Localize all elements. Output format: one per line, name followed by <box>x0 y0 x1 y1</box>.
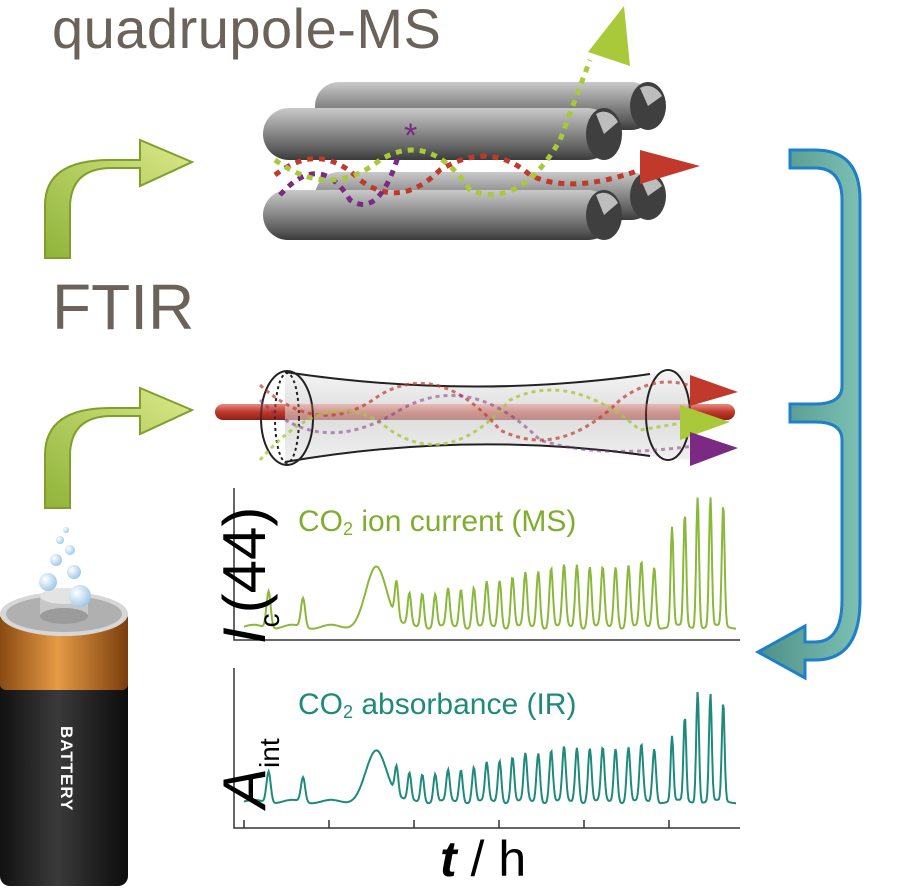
ir-y-axis-label: Aint <box>146 690 285 820</box>
ir-absorbance-trace <box>243 691 736 805</box>
ir-trace-label-post: absorbance (IR) <box>353 688 577 721</box>
green-arrow-to-ftir <box>44 386 195 509</box>
battery-label-text: BATTERY <box>57 726 76 812</box>
purple-arrowhead-ir <box>690 432 738 466</box>
ion-trajectories-ir <box>258 380 701 461</box>
red-arrowhead-ir <box>690 375 738 406</box>
y1-rest: (44) <box>211 506 278 614</box>
ir-plot-axes <box>233 668 740 829</box>
neutral-marker: * <box>404 117 417 155</box>
ir-trace-label-sub: 2 <box>343 702 354 722</box>
green-arrowhead-ms <box>588 6 630 66</box>
ms-trace-label-sub: 2 <box>343 519 354 539</box>
y1-main: I <box>211 627 278 644</box>
ir-trace-label: CO2 absorbance (IR) <box>298 688 576 722</box>
battery-label: BATTERY <box>30 726 90 811</box>
ms-trace-label: CO2 ion current (MS) <box>298 505 576 539</box>
green-arrowhead-ir <box>680 405 730 440</box>
x-rest: / h <box>456 831 527 887</box>
ms-trace-label-post: ion current (MS) <box>353 505 577 538</box>
ms-plot-axes <box>233 488 740 641</box>
ms-trace-label-pre: CO <box>298 505 343 538</box>
quadrupole-ms-title: quadrupole-MS <box>52 0 442 60</box>
ms-y-axis-label: Ic(44) <box>146 494 285 654</box>
time-axis-ticks <box>243 820 670 828</box>
x-var: t <box>440 831 457 887</box>
ftir-title: FTIR <box>52 271 195 343</box>
gas-bubbles <box>39 527 91 607</box>
time-axis-label: t / h <box>440 830 526 888</box>
ion-trajectories-ms <box>273 59 641 207</box>
red-arrowhead-ms <box>640 150 700 184</box>
y2-main: A <box>211 767 278 808</box>
ir-trace-label-pre: CO <box>298 688 343 721</box>
ms-ion-current-trace <box>243 497 737 630</box>
green-arrow-to-ms <box>44 138 195 259</box>
y2-sub: int <box>254 738 285 768</box>
y1-sub: c <box>254 613 285 628</box>
blue-feedback-arrow <box>754 148 862 681</box>
